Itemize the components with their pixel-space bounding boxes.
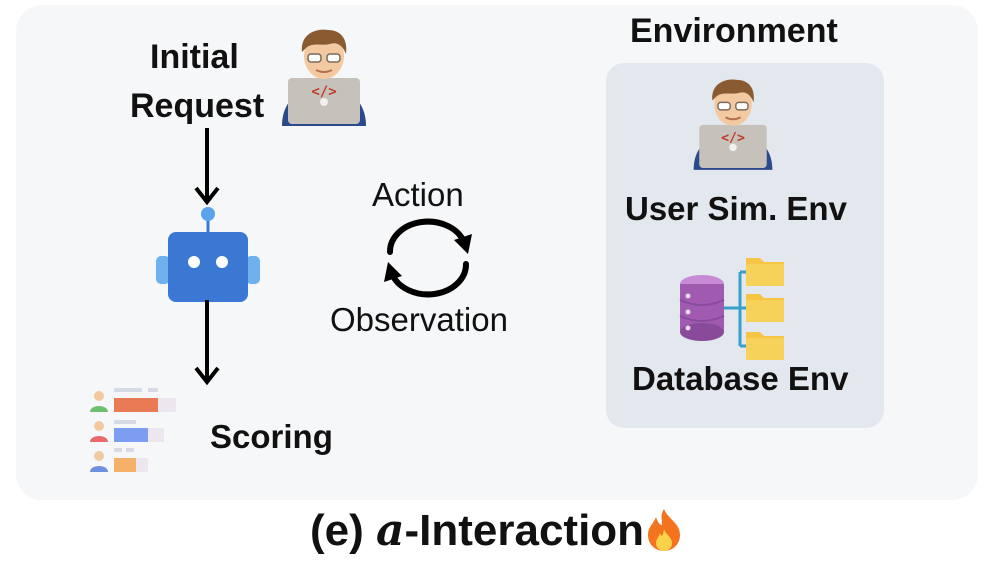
environment-title: Environment [630,12,838,50]
database-env-label: Database Env [632,360,849,397]
caption-symbol: a [375,505,405,556]
figure-caption: (e) a-Interaction [0,503,994,559]
folder-icon [746,332,784,360]
developer-icon: </> [282,29,366,126]
robot-icon [156,207,260,302]
database-icon [679,258,784,360]
flame-icon [648,509,681,551]
down-arrow-to-agent [194,128,220,206]
developer-icon: </> [693,79,773,170]
initial-request-label-line2: Request [130,87,265,125]
leaderboard-icon [90,388,176,472]
observation-label: Observation [330,301,508,338]
user-sim-env-label: User Sim. Env [625,190,847,227]
environment-box [606,63,884,428]
action-label: Action [372,176,464,213]
folder-icon [746,294,784,322]
svg-text:</>: </> [721,131,745,146]
initial-request-label-line1: Initial [150,38,239,76]
down-arrow-to-scoring [194,300,220,386]
caption-prefix: (e) [309,506,376,555]
scoring-label: Scoring [210,418,333,455]
svg-text:</>: </> [311,84,336,100]
cycle-arrows-icon [384,218,472,298]
caption-suffix: -Interaction [404,506,645,555]
folder-icon [746,258,784,286]
